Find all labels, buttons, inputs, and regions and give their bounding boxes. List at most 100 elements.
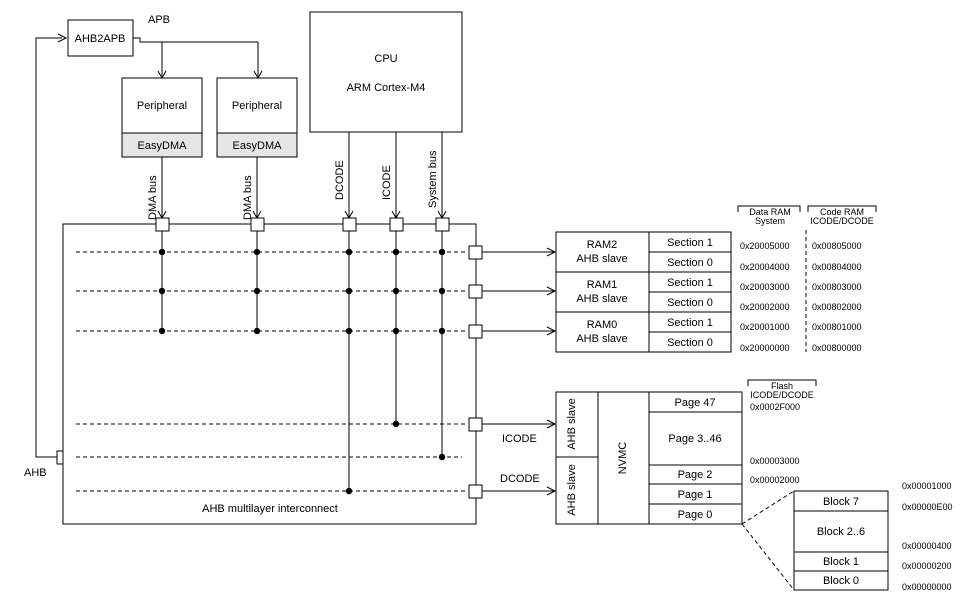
ram-data-addr: 0x20003000 bbox=[740, 282, 790, 292]
flash-addr-page47: 0x0002F000 bbox=[750, 402, 800, 412]
code-ram-sub: ICODE/DCODE bbox=[810, 216, 874, 226]
ram-data-addr: 0x20002000 bbox=[740, 302, 790, 312]
ram1-name: RAM1 bbox=[587, 279, 618, 291]
icode-link-label: ICODE bbox=[502, 433, 537, 445]
block-1-label: Block 1 bbox=[823, 556, 859, 568]
page-3-46-box bbox=[648, 411, 743, 466]
ram-code-addr: 0x00804000 bbox=[812, 262, 862, 272]
page-0-box bbox=[648, 503, 743, 525]
slave-port-ram0 bbox=[468, 324, 483, 339]
flash-slave-top-label: AHB slave bbox=[566, 398, 578, 449]
ram1-box bbox=[555, 271, 650, 313]
block-2-6-label: Block 2..6 bbox=[817, 526, 865, 538]
dma-bus-2-label: DMA bus bbox=[242, 175, 254, 220]
ram1-link-arrow bbox=[546, 286, 557, 296]
dcode-bus-label: DCODE bbox=[334, 160, 346, 200]
master-port-dma-1 bbox=[155, 217, 170, 232]
zoom-line-top bbox=[741, 490, 795, 525]
nvmc-label: NVMC bbox=[617, 442, 629, 474]
block-0-box bbox=[793, 570, 889, 591]
ram-code-addr: 0x00803000 bbox=[812, 282, 862, 292]
master-port-dcode bbox=[342, 217, 357, 232]
ram-data-addr: 0x20004000 bbox=[740, 262, 790, 272]
peripheral-2-box bbox=[216, 77, 298, 134]
ram0-section0-label: Section 0 bbox=[667, 337, 713, 349]
page-1-label: Page 1 bbox=[678, 489, 713, 501]
apb-bus-line bbox=[133, 37, 163, 76]
ram0-section0 bbox=[648, 331, 732, 353]
ram0-name: RAM0 bbox=[587, 319, 618, 331]
icode-bus-label: ICODE bbox=[381, 165, 393, 200]
ram0-section1-label: Section 1 bbox=[667, 317, 713, 329]
ram-code-addr: 0x00800000 bbox=[812, 343, 862, 353]
ram0-box bbox=[555, 311, 650, 353]
easydma-2-label: EasyDMA bbox=[233, 140, 283, 152]
zoom-line-bottom bbox=[741, 523, 795, 591]
ram-data-addr: 0x20000000 bbox=[740, 343, 790, 353]
ahb2apb-label: AHB2APB bbox=[75, 33, 126, 45]
code-ram-bracket bbox=[807, 205, 877, 212]
dcode-link-arrow bbox=[546, 486, 557, 496]
slave-port-ram2 bbox=[468, 245, 483, 260]
slave-port-icode bbox=[468, 417, 483, 432]
ram-code-addr: 0x00801000 bbox=[812, 322, 862, 332]
ram-addresses: 0x20005000 0x00805000 0x20004000 0x00804… bbox=[740, 241, 862, 353]
ahb-feed-line bbox=[35, 37, 62, 458]
ram0-link-arrow bbox=[546, 326, 557, 336]
page-0-label: Page 0 bbox=[678, 509, 713, 521]
easydma-1-box bbox=[121, 132, 203, 158]
icode-link-arrow bbox=[546, 419, 557, 429]
junction-dots bbox=[158, 248, 446, 495]
interconnect-label: AHB multilayer interconnect bbox=[202, 503, 338, 515]
block-addr: 0x00000000 bbox=[902, 582, 952, 592]
system-bus-label: System bus bbox=[427, 150, 439, 208]
block-addr: 0x00000200 bbox=[902, 561, 952, 571]
page-47-label: Page 47 bbox=[675, 397, 716, 409]
page-3-46-label: Page 3..46 bbox=[668, 433, 721, 445]
master-port-system bbox=[435, 217, 450, 232]
ram1-slave: AHB slave bbox=[576, 293, 627, 305]
flash-slave-bottom bbox=[555, 456, 599, 525]
cpu-title: CPU bbox=[374, 53, 397, 65]
flash-bracket bbox=[747, 379, 817, 386]
peripheral-1-box bbox=[121, 77, 203, 134]
block-0-label: Block 0 bbox=[823, 575, 859, 587]
block-addr: 0x00000E00 bbox=[902, 502, 953, 512]
code-ram-title: Code RAM bbox=[820, 207, 864, 217]
block-addr: 0x00000400 bbox=[902, 541, 952, 551]
ram2-section1-label: Section 1 bbox=[667, 237, 713, 249]
block-2-6-box bbox=[793, 510, 889, 553]
ram2-slave: AHB slave bbox=[576, 253, 627, 265]
ram2-name: RAM2 bbox=[587, 239, 618, 251]
easydma-1-label: EasyDMA bbox=[138, 140, 188, 152]
ram-code-addr: 0x00802000 bbox=[812, 302, 862, 312]
ahb-label: AHB bbox=[24, 467, 47, 479]
apb-label: APB bbox=[148, 14, 170, 26]
ram2-link-arrow bbox=[546, 247, 557, 257]
ram1-section0-label: Section 0 bbox=[667, 297, 713, 309]
master-port-dma-2 bbox=[250, 217, 265, 232]
peripheral-2-label: Peripheral bbox=[232, 100, 282, 112]
page-2-label: Page 2 bbox=[678, 469, 713, 481]
flash-slave-bottom-label: AHB slave bbox=[566, 464, 578, 515]
flash-sub: ICODE/DCODE bbox=[750, 390, 814, 400]
flash-addr-page3: 0x00003000 bbox=[750, 456, 800, 466]
ahb2apb-box bbox=[67, 19, 134, 57]
block-addresses: 0x00001000 0x00000E00 0x00000400 0x00000… bbox=[902, 481, 953, 592]
ram2-section0-label: Section 0 bbox=[667, 257, 713, 269]
data-ram-sub: System bbox=[755, 216, 785, 226]
cpu-core: ARM Cortex-M4 bbox=[347, 82, 426, 94]
block-7-label: Block 7 bbox=[823, 496, 859, 508]
ram-data-addr: 0x20005000 bbox=[740, 241, 790, 251]
master-port-icode bbox=[389, 217, 404, 232]
ram1-section1-label: Section 1 bbox=[667, 277, 713, 289]
interconnect-box bbox=[62, 223, 477, 525]
ram2-box bbox=[555, 231, 650, 273]
ahb-feed-arrow bbox=[57, 33, 68, 43]
peripheral-1-label: Peripheral bbox=[137, 100, 187, 112]
ram0-slave: AHB slave bbox=[576, 333, 627, 345]
dma-bus-1-label: DMA bus bbox=[147, 175, 159, 220]
slave-port-dcode bbox=[468, 484, 483, 499]
block-addr: 0x00001000 bbox=[902, 481, 952, 491]
